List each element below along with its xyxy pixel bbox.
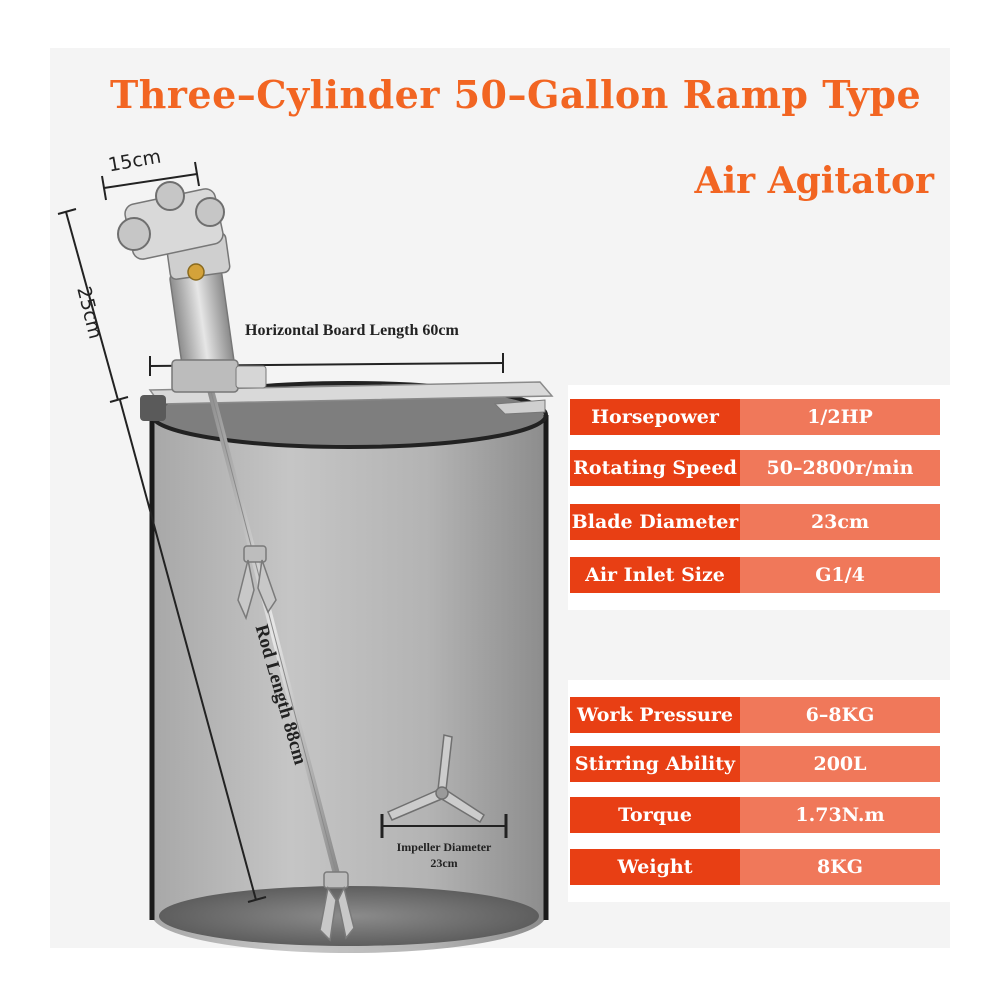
impeller-diameter-value: 23cm bbox=[430, 856, 457, 870]
spec-value: 200L bbox=[740, 746, 940, 782]
air-motor bbox=[117, 181, 267, 393]
spec-value: G1/4 bbox=[740, 557, 940, 593]
spec-row-torque: Torque 1.73N.m bbox=[570, 797, 940, 833]
product-subtitle: Air Agitator bbox=[694, 160, 934, 202]
spec-row-weight: Weight 8KG bbox=[570, 849, 940, 885]
spec-value: 50–2800r/min bbox=[740, 450, 940, 486]
spec-row-rotating-speed: Rotating Speed 50–2800r/min bbox=[570, 450, 940, 486]
motor-height-label: 25cm bbox=[72, 284, 106, 341]
spec-value: 1.73N.m bbox=[740, 797, 940, 833]
spec-value: 1/2HP bbox=[740, 399, 940, 435]
stirring-rod bbox=[204, 379, 342, 881]
spec-label: Torque bbox=[570, 797, 740, 833]
impeller-diameter-label: Impeller Diameter bbox=[397, 840, 492, 854]
product-title: Three–Cylinder 50–Gallon Ramp Type bbox=[110, 72, 922, 117]
impeller-dimension-line bbox=[380, 814, 508, 838]
spec-label: Work Pressure bbox=[570, 697, 740, 733]
spec-table-2: Work Pressure 6–8KG Stirring Ability 200… bbox=[568, 680, 950, 902]
spec-value: 23cm bbox=[740, 504, 940, 540]
spec-label: Stirring Ability bbox=[570, 746, 740, 782]
spec-row-air-inlet-size: Air Inlet Size G1/4 bbox=[570, 557, 940, 593]
motor-height-dimension bbox=[57, 208, 129, 403]
spec-label: Rotating Speed bbox=[570, 450, 740, 486]
rod-length-dimension bbox=[119, 399, 267, 903]
spec-row-stirring-ability: Stirring Ability 200L bbox=[570, 746, 940, 782]
spec-label: Air Inlet Size bbox=[570, 557, 740, 593]
spec-value: 8KG bbox=[740, 849, 940, 885]
spec-row-horsepower: Horsepower 1/2HP bbox=[570, 399, 940, 435]
board-length-label: Horizontal Board Length 60cm bbox=[245, 322, 459, 339]
upper-blade bbox=[237, 545, 277, 621]
lower-blade bbox=[319, 871, 355, 942]
spec-row-work-pressure: Work Pressure 6–8KG bbox=[570, 697, 940, 733]
horizontal-board bbox=[140, 381, 554, 421]
motor-width-label: 15cm bbox=[107, 145, 163, 176]
spec-label: Weight bbox=[570, 849, 740, 885]
impeller-detail bbox=[386, 734, 486, 824]
spec-value: 6–8KG bbox=[740, 697, 940, 733]
spec-label: Blade Diameter bbox=[570, 504, 740, 540]
motor-width-dimension bbox=[101, 161, 200, 201]
spec-table-1: Horsepower 1/2HP Rotating Speed 50–2800r… bbox=[568, 385, 950, 610]
spec-row-blade-diameter: Blade Diameter 23cm bbox=[570, 504, 940, 540]
drum-tank bbox=[149, 381, 549, 953]
spec-label: Horsepower bbox=[570, 399, 740, 435]
